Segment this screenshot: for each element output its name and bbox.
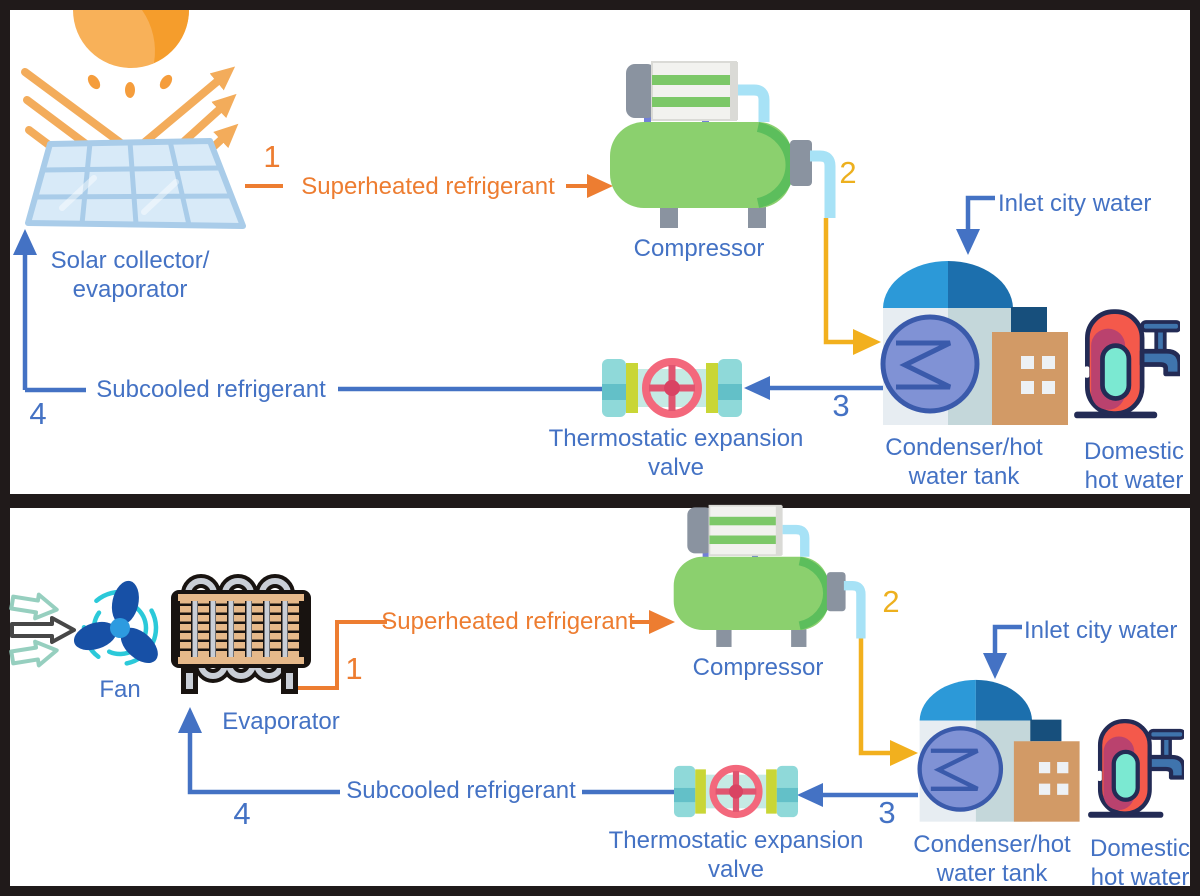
expansion-valve-icon <box>602 359 742 417</box>
inlet-city-water-label: Inlet city water <box>1024 617 1178 644</box>
state-point-4: 4 <box>29 396 47 431</box>
condenser-tank-icon <box>883 261 1068 425</box>
water-tap-icon <box>1088 721 1184 818</box>
inlet-city-water-label: Inlet city water <box>998 190 1152 217</box>
subcooled-line-bottom <box>178 707 675 795</box>
superheated-label: Superheated refrigerant <box>301 173 555 200</box>
bottom-panel-graphics <box>9 506 1184 822</box>
subcooled-label: Subcooled refrigerant <box>346 777 576 804</box>
evaporator-label: Evaporator <box>222 708 340 735</box>
compressor-icon <box>610 62 830 228</box>
compressor-icon <box>674 506 861 647</box>
air-flow-arrows-icon <box>9 592 76 668</box>
inlet-water-arrow-bottom <box>983 624 1022 679</box>
compressor-label: Compressor <box>633 235 765 262</box>
fan-icon <box>73 580 159 667</box>
state-point-2: 2 <box>882 584 900 619</box>
water-tap-icon <box>1074 312 1180 419</box>
state-point-1: 1 <box>345 651 363 686</box>
expansion-valve-icon <box>674 766 798 817</box>
state-point-4: 4 <box>233 796 251 831</box>
sun-icon <box>73 10 189 98</box>
subcooled-label: Subcooled refrigerant <box>96 376 326 403</box>
evaporator-coil-icon <box>171 574 311 694</box>
discharge-line-2-bottom <box>858 638 918 766</box>
state-point-3: 3 <box>832 388 850 423</box>
state-point-1: 1 <box>263 139 281 174</box>
state-point-3: 3 <box>878 795 896 830</box>
superheated-label: Superheated refrigerant <box>381 608 635 635</box>
compressor-label: Compressor <box>692 654 824 681</box>
subcooled-line-top <box>13 229 604 393</box>
discharge-line-2-top <box>823 218 881 355</box>
solar-panel-icon <box>25 138 246 229</box>
solar-collector-label: Solar collector/evaporator <box>50 247 210 303</box>
state-point-2: 2 <box>839 155 857 190</box>
inlet-water-arrow-top <box>956 195 995 255</box>
superheated-line-bottom <box>298 610 675 690</box>
top-panel-graphics <box>13 10 1180 425</box>
condenser-tank-icon <box>920 680 1080 822</box>
fan-label: Fan <box>99 676 141 703</box>
